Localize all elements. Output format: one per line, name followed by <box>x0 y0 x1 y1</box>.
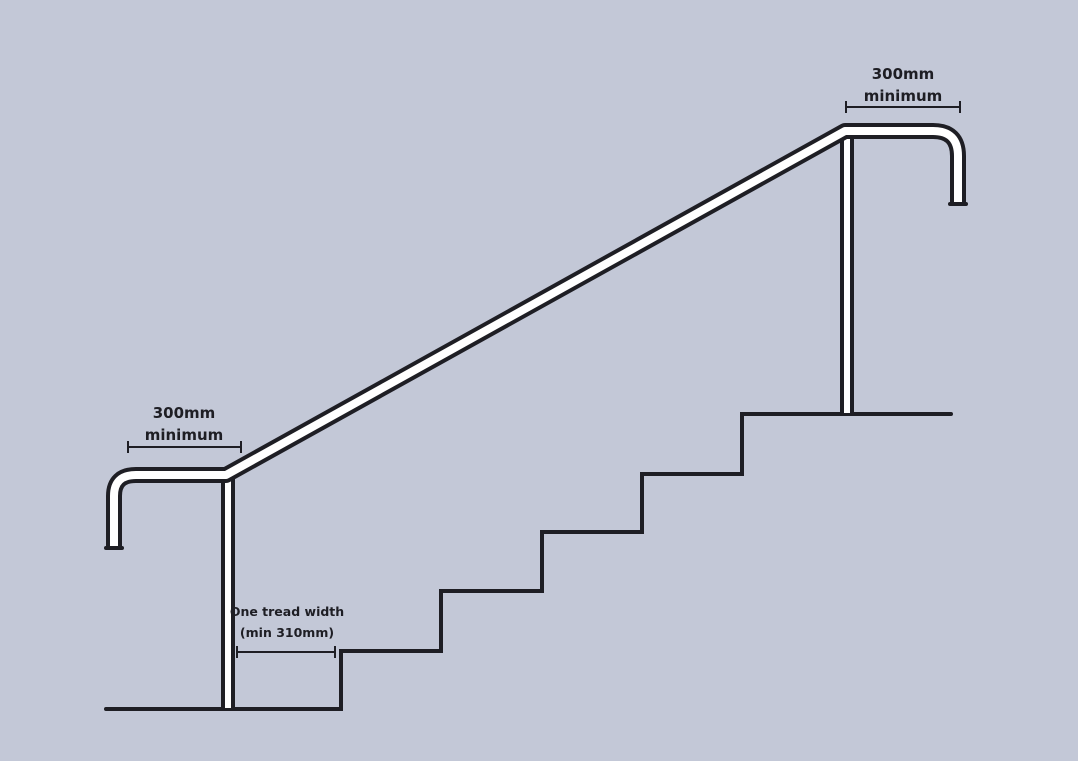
bottom-extension-note: minimum <box>145 426 224 444</box>
bottom-extension-value: 300mm <box>153 404 216 422</box>
tread-width-label: One tread width <box>230 604 344 619</box>
handrail-outline <box>106 123 966 548</box>
staircase-outline <box>104 412 953 711</box>
right-edge-strip <box>1078 0 1081 761</box>
tread-width-dimension <box>236 646 336 658</box>
top-extension-dimension <box>845 101 961 113</box>
tread-width-minimum: (min 310mm) <box>240 625 334 640</box>
top-extension-note: minimum <box>864 87 943 105</box>
handrail-fill <box>110 127 962 546</box>
top-extension-value: 300mm <box>872 65 935 83</box>
bottom-extension-dimension <box>127 441 242 453</box>
